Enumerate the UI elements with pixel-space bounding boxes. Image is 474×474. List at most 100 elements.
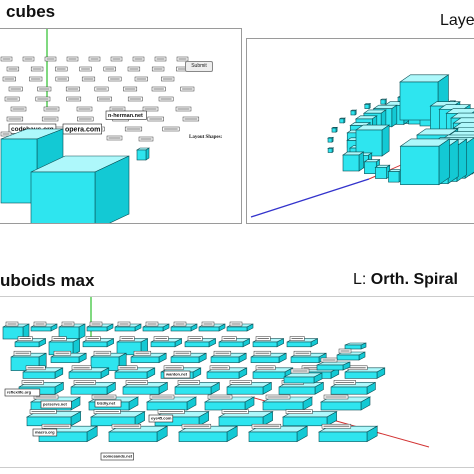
submit-button[interactable]: Submit	[185, 61, 213, 72]
name-tag	[76, 106, 93, 112]
name-tag	[157, 409, 185, 414]
name-tag	[213, 350, 232, 356]
name-tag	[229, 380, 252, 385]
cube	[336, 351, 366, 361]
label-reflexlife: reflexlife.org	[4, 388, 41, 397]
name-tag	[103, 66, 116, 72]
caption-top-left: cubes	[6, 2, 56, 21]
name-tag	[55, 66, 68, 72]
name-tag	[123, 86, 138, 92]
name-tag	[25, 365, 46, 371]
name-tag	[61, 321, 75, 327]
caption-bottom-right-prefix: L:	[353, 271, 371, 288]
cube	[136, 147, 150, 161]
label-eye45: eye45.com	[148, 414, 174, 423]
name-tag	[33, 321, 47, 327]
name-tag	[41, 116, 59, 122]
name-tag	[125, 380, 148, 385]
name-tag	[37, 86, 52, 92]
svg-text:n-herman.net: n-herman.net	[108, 113, 143, 119]
name-tag	[41, 423, 72, 429]
name-tag	[71, 365, 92, 371]
name-tag	[88, 56, 101, 62]
name-tag	[207, 394, 233, 400]
cube	[374, 164, 391, 180]
name-tag	[29, 409, 57, 414]
name-tag	[127, 96, 143, 102]
name-tag	[91, 394, 117, 400]
name-tag	[221, 336, 237, 341]
name-tag	[93, 409, 121, 414]
name-tag	[22, 56, 35, 62]
name-tag	[177, 380, 200, 385]
name-tag	[163, 365, 184, 371]
name-tag	[338, 348, 352, 354]
axis-z	[250, 178, 370, 218]
name-tag	[108, 76, 122, 82]
cube	[399, 138, 451, 186]
name-tag	[145, 321, 159, 327]
name-tag	[13, 350, 32, 356]
panel-spiral	[246, 38, 474, 224]
name-tag	[6, 116, 24, 122]
name-tag	[347, 365, 368, 371]
name-tag	[132, 56, 145, 62]
name-tag	[293, 350, 312, 356]
svg-text:wanton.net: wanton.net	[165, 372, 188, 377]
svg-text:eye45.com: eye45.com	[151, 416, 172, 421]
scene-spiral	[250, 74, 474, 218]
caption-bottom-right: L: Orth. Spiral	[353, 271, 458, 289]
name-tag	[151, 86, 166, 92]
name-tag	[133, 350, 152, 356]
name-tag	[66, 96, 82, 102]
name-tag	[2, 76, 16, 82]
name-tag	[138, 136, 154, 142]
name-tag	[265, 394, 291, 400]
cube	[387, 168, 403, 183]
name-tag	[81, 76, 96, 82]
name-tag	[8, 86, 23, 92]
name-tag	[117, 365, 138, 371]
name-tag	[79, 66, 92, 72]
name-tag	[53, 350, 72, 356]
cube	[327, 136, 335, 143]
name-tag	[320, 357, 338, 363]
name-tag	[209, 365, 230, 371]
name-tag	[44, 56, 57, 62]
cube	[107, 425, 169, 443]
name-tag	[161, 76, 175, 82]
name-tag	[93, 350, 112, 356]
name-tag	[151, 66, 165, 72]
svg-text:reflexlife.org: reflexlife.org	[7, 390, 32, 395]
name-tag	[229, 321, 243, 327]
svg-text:opera.com: opera.com	[65, 127, 100, 134]
name-tag	[77, 116, 94, 122]
name-tag	[323, 394, 349, 400]
cube	[184, 338, 216, 348]
name-tag	[147, 116, 164, 122]
name-tag	[149, 394, 175, 400]
cube	[379, 98, 388, 105]
name-tag	[290, 368, 310, 374]
cube	[349, 109, 358, 116]
name-tag	[0, 131, 12, 137]
cube	[317, 425, 379, 443]
name-tag	[17, 336, 33, 341]
name-tag	[21, 380, 44, 385]
cube	[177, 425, 239, 443]
name-tag	[162, 126, 180, 132]
name-tag	[5, 321, 19, 327]
name-tag	[110, 56, 123, 62]
name-tag	[253, 350, 272, 356]
name-tag	[10, 106, 27, 112]
cube	[342, 151, 365, 172]
name-tag	[30, 66, 44, 72]
svg-text:bizdiy.net: bizdiy.net	[97, 401, 116, 406]
name-tag	[182, 116, 200, 122]
name-tag	[43, 106, 60, 112]
name-tag	[55, 76, 69, 82]
name-tag	[111, 423, 142, 429]
name-tag	[106, 135, 123, 141]
